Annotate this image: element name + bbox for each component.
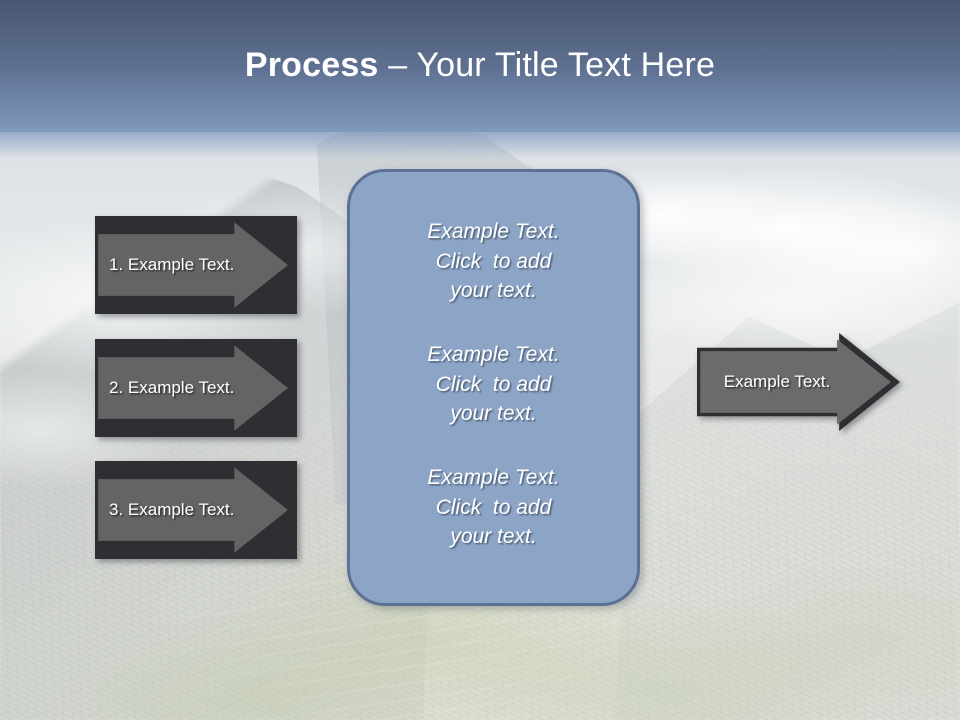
process-input-arrow-1[interactable]: 1. Example Text. (95, 216, 297, 314)
page-title-strong: Process (244, 46, 379, 84)
process-input-arrow-3-label: 3. Example Text. (109, 500, 235, 519)
center-panel-block-2-line-3: your text. (450, 402, 537, 426)
process-input-arrow-3[interactable]: 3. Example Text. (95, 461, 297, 559)
page-title-rest: – Your Title Text Here (378, 46, 716, 84)
center-panel-block-2-line-1: Example Text. (427, 342, 560, 366)
process-output-arrow[interactable]: Example Text. (697, 333, 900, 431)
center-panel-block-1-line-1: Example Text. (427, 219, 560, 243)
center-panel-block-2-line-2: Click to add (435, 372, 552, 396)
center-panel-block-1-line-2: Click to add (435, 249, 552, 273)
center-panel-block-3-line-2: Click to add (435, 495, 552, 519)
process-input-arrow-2[interactable]: 2. Example Text. (95, 339, 297, 437)
process-input-arrow-2-label: 2. Example Text. (109, 378, 235, 397)
process-input-arrow-1-label: 1. Example Text. (109, 255, 235, 274)
center-panel-block-1-line-3: your text. (450, 279, 537, 303)
process-center-panel[interactable]: Example Text. Click to add your text. Ex… (347, 169, 640, 606)
center-panel-block-2: Example Text. Click to add your text. (372, 340, 615, 429)
center-panel-block-1: Example Text. Click to add your text. (372, 217, 615, 306)
process-output-arrow-label: Example Text. (723, 372, 831, 391)
center-panel-block-3: Example Text. Click to add your text. (372, 463, 615, 552)
title-band: Process – Your Title Text Here (0, 0, 960, 158)
page-title: Process – Your Title Text Here (0, 46, 960, 85)
center-panel-block-3-line-3: your text. (450, 525, 537, 549)
center-panel-block-3-line-1: Example Text. (427, 465, 560, 489)
